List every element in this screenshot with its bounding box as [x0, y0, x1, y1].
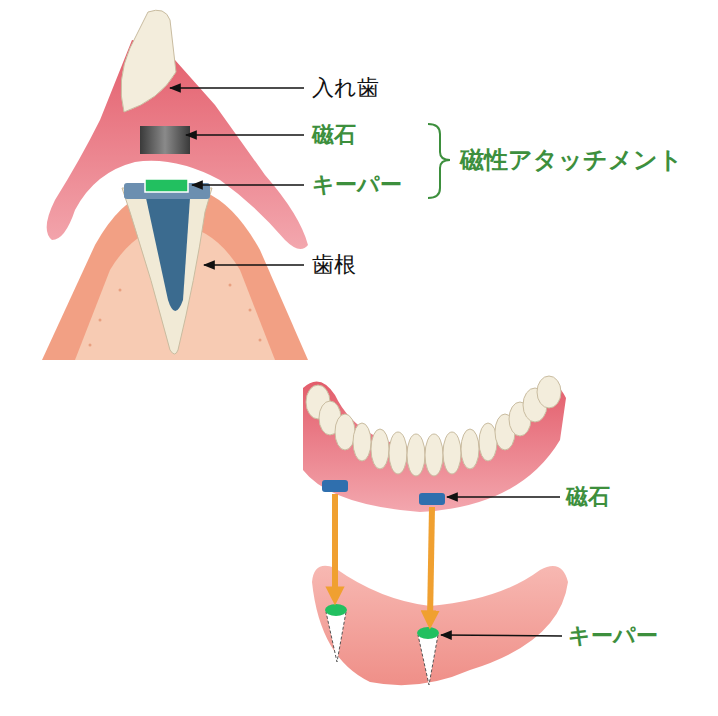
part-label: キーパー — [568, 623, 658, 649]
bracket — [428, 124, 450, 198]
leader-line — [186, 134, 304, 136]
magnet — [140, 126, 190, 154]
root — [418, 635, 438, 685]
part-label: キーパー — [312, 172, 402, 198]
part-label: 入れ歯 — [312, 75, 379, 101]
leader-line — [447, 496, 560, 498]
group-label: 磁性アタッチメント — [460, 146, 683, 175]
leader-line — [441, 635, 562, 636]
tooth-root — [122, 188, 212, 354]
magnet — [322, 480, 348, 492]
magnet — [419, 493, 445, 505]
lower-ridge — [312, 566, 568, 685]
keeper — [325, 604, 347, 616]
leader-line — [204, 264, 304, 266]
fit-arrow — [332, 494, 338, 596]
root — [326, 612, 346, 662]
denture-base — [47, 40, 308, 249]
denture-teeth — [306, 376, 561, 476]
part-label: 歯根 — [312, 252, 356, 278]
root-post — [146, 198, 190, 311]
keeper — [417, 627, 439, 639]
leader-line — [192, 184, 304, 186]
keeper — [145, 179, 188, 192]
denture-tooth — [121, 10, 176, 112]
denture-base — [303, 381, 566, 512]
part-label: 磁石 — [566, 484, 610, 510]
leader-line — [170, 87, 304, 89]
part-label: 磁石 — [312, 122, 356, 148]
fit-arrow — [430, 507, 432, 620]
